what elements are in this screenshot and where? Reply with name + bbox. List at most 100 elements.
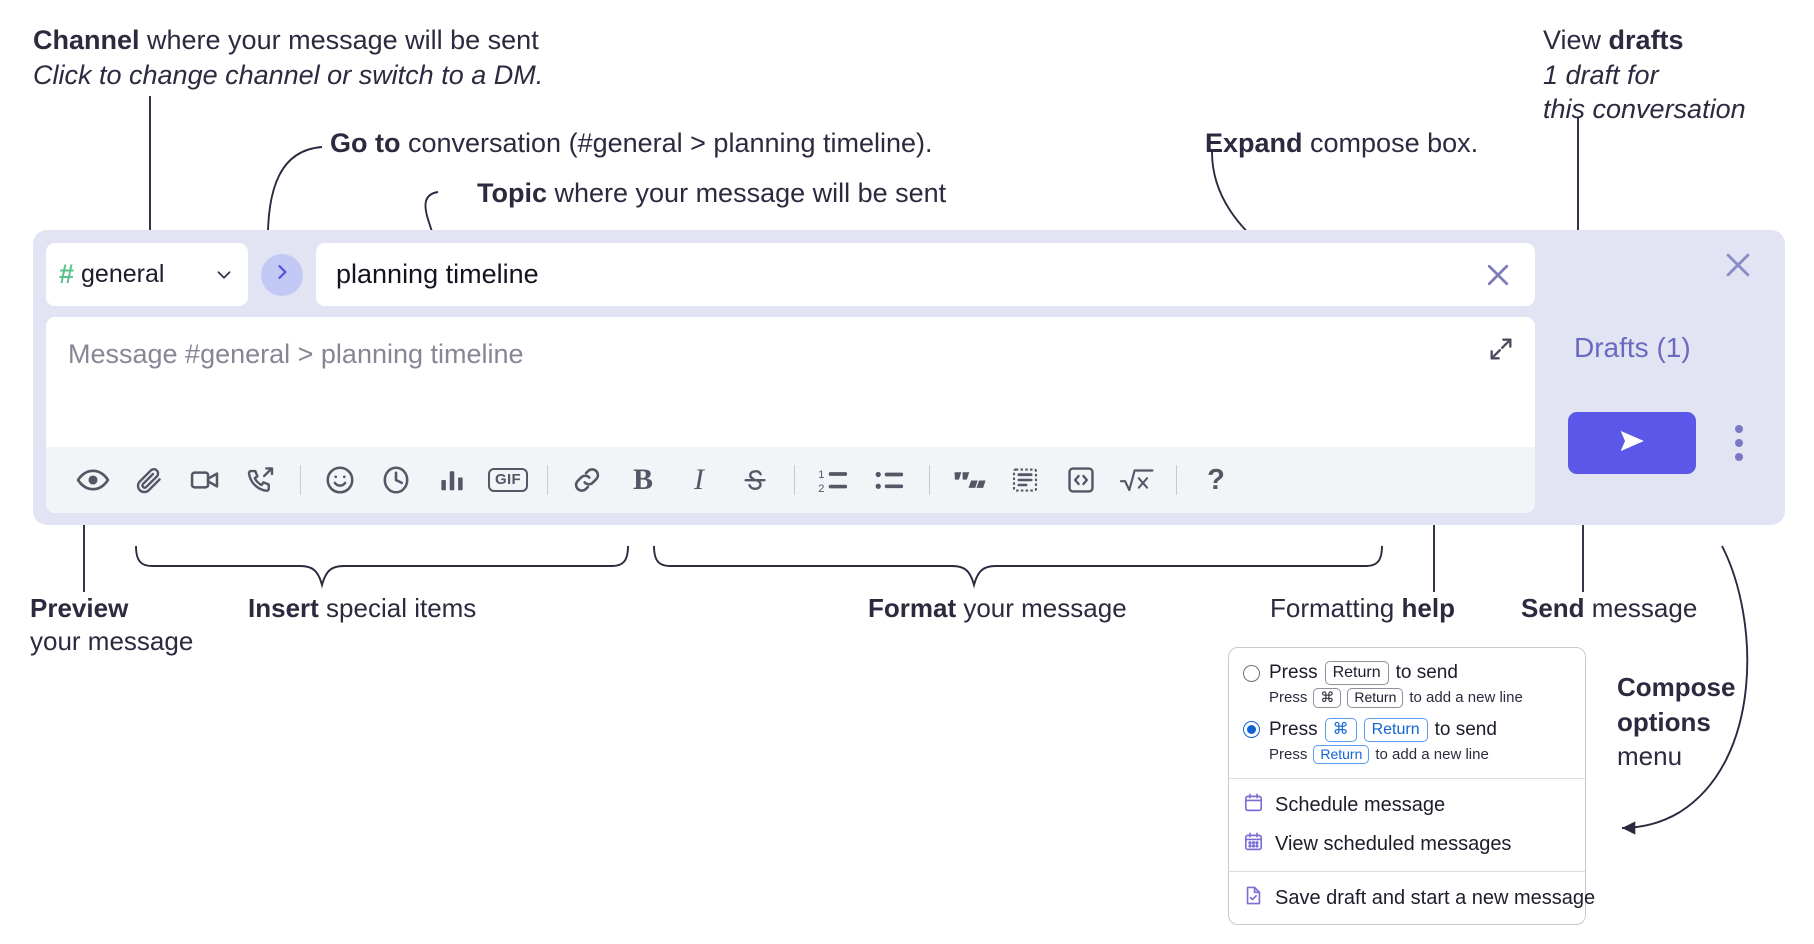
toolbar-divider bbox=[1176, 465, 1177, 495]
menu-item-schedule-message[interactable]: Schedule message bbox=[1229, 786, 1585, 825]
formatting-toolbar: GIF B I bbox=[46, 447, 1535, 513]
preview-icon[interactable] bbox=[65, 456, 121, 504]
annotation-goto-bold: Go to bbox=[330, 128, 401, 158]
annotation-channel-rest: where your message will be sent bbox=[139, 25, 539, 55]
close-icon[interactable] bbox=[1479, 256, 1517, 294]
message-input[interactable]: Message #general > planning timeline bbox=[46, 317, 1535, 447]
key-return: Return bbox=[1363, 717, 1428, 742]
key-return: Return bbox=[1313, 744, 1370, 764]
toolbar-divider bbox=[929, 465, 930, 495]
annotation-channel-bold: Channel bbox=[33, 25, 140, 55]
annotation-channel: Channel where your message will be sent … bbox=[33, 23, 543, 92]
menu-option-return[interactable]: Press Return to send bbox=[1229, 658, 1585, 687]
send-button[interactable] bbox=[1568, 412, 1696, 474]
annotation-channel-italic: Click to change channel or switch to a D… bbox=[33, 59, 544, 90]
radio-button-cmd-return[interactable] bbox=[1243, 721, 1260, 738]
annotation-insert-bold: Insert bbox=[248, 593, 319, 623]
topic-input[interactable]: planning timeline bbox=[316, 243, 1535, 306]
annotation-compose-options-bold2: options bbox=[1617, 706, 1711, 737]
menu-option-return-sub-post: to add a new line bbox=[1409, 689, 1523, 707]
help-label: ? bbox=[1207, 463, 1225, 496]
toolbar-divider bbox=[794, 465, 795, 495]
message-box: Message #general > planning timeline bbox=[46, 317, 1535, 513]
menu-item-save-draft-label: Save draft and start a new message bbox=[1275, 887, 1596, 909]
annotation-send: Send message bbox=[1521, 592, 1697, 625]
menu-item-save-draft[interactable]: Save draft and start a new message bbox=[1229, 879, 1595, 918]
toolbar-divider bbox=[300, 465, 301, 495]
go-to-conversation-button[interactable] bbox=[261, 253, 303, 296]
bulleted-list-icon[interactable] bbox=[862, 456, 918, 504]
channel-name: general bbox=[81, 260, 165, 288]
italic-label: I bbox=[694, 463, 704, 496]
annotation-goto-rest: conversation (#general > planning timeli… bbox=[400, 128, 933, 158]
key-command: ⌘ bbox=[1324, 717, 1357, 742]
menu-item-view-scheduled-messages-label: View scheduled messages bbox=[1275, 833, 1512, 855]
message-placeholder: Message #general > planning timeline bbox=[68, 339, 524, 369]
chevron-down-icon bbox=[213, 264, 235, 286]
attachment-icon[interactable] bbox=[121, 456, 177, 504]
clock-icon[interactable] bbox=[368, 456, 424, 504]
menu-option-cmd-return-sub-post: to add a new line bbox=[1375, 745, 1489, 763]
compose-side-column: Drafts (1) bbox=[1535, 230, 1785, 525]
annotation-goto: Go to conversation (#general > planning … bbox=[330, 126, 933, 161]
audio-icon[interactable] bbox=[233, 456, 289, 504]
annotation-expand-bold: Expand bbox=[1205, 128, 1303, 158]
annotation-preview: Preview your message bbox=[30, 592, 193, 659]
save-draft-icon bbox=[1243, 885, 1264, 912]
bold-icon[interactable]: B bbox=[615, 456, 671, 504]
annotation-format-bold: Format bbox=[868, 593, 957, 623]
expand-icon[interactable] bbox=[1487, 335, 1515, 368]
annotation-send-rest: message bbox=[1584, 593, 1698, 623]
svg-text:2: 2 bbox=[818, 483, 824, 495]
video-icon[interactable] bbox=[177, 456, 233, 504]
gif-icon[interactable]: GIF bbox=[480, 456, 536, 504]
chevron-right-icon bbox=[272, 262, 292, 287]
italic-icon[interactable]: I bbox=[671, 456, 727, 504]
menu-option-return-post: to send bbox=[1395, 662, 1458, 683]
menu-option-cmd-return-post: to send bbox=[1434, 718, 1497, 740]
menu-option-cmd-return-sublabel: Press Return to add a new line bbox=[1229, 744, 1585, 772]
radio-button-return[interactable] bbox=[1243, 664, 1260, 682]
menu-divider bbox=[1229, 778, 1585, 779]
menu-option-return-sub-pre: Press bbox=[1269, 689, 1308, 707]
poll-icon[interactable] bbox=[424, 456, 480, 504]
menu-option-cmd-return-label: Press ⌘ Return to send bbox=[1269, 717, 1497, 742]
annotation-drafts-plain: View bbox=[1543, 25, 1609, 55]
channel-selector[interactable]: # general bbox=[46, 243, 248, 306]
key-return: Return bbox=[1324, 661, 1389, 685]
blockquote-icon[interactable] bbox=[941, 456, 997, 504]
annotation-topic-bold: Topic bbox=[477, 178, 547, 208]
more-vertical-icon-dot bbox=[1735, 425, 1743, 433]
help-icon[interactable]: ? bbox=[1188, 456, 1244, 504]
annotation-format-rest: your message bbox=[956, 593, 1127, 623]
annotation-formatting-help-bold: help bbox=[1401, 593, 1455, 623]
annotation-insert-rest: special items bbox=[318, 593, 477, 623]
link-icon[interactable] bbox=[559, 456, 615, 504]
calendar-icon bbox=[1243, 792, 1264, 819]
math-icon[interactable] bbox=[1109, 456, 1165, 504]
key-command: ⌘ bbox=[1313, 688, 1342, 708]
ordered-list-icon[interactable]: 1 2 bbox=[806, 456, 862, 504]
toolbar-divider bbox=[547, 465, 548, 495]
menu-option-return-sublabel: Press ⌘ Return to add a new line bbox=[1229, 687, 1585, 715]
drafts-link[interactable]: Drafts (1) bbox=[1574, 332, 1691, 363]
menu-item-view-scheduled-messages[interactable]: View scheduled messages bbox=[1229, 825, 1585, 864]
annotation-topic: Topic where your message will be sent bbox=[477, 176, 946, 211]
annotation-drafts-bold: drafts bbox=[1608, 25, 1684, 55]
annotation-formatting-help-plain: Formatting bbox=[1270, 593, 1402, 623]
annotation-topic-rest: where your message will be sent bbox=[547, 178, 947, 208]
strikethrough-icon[interactable] bbox=[727, 456, 783, 504]
emoji-icon[interactable] bbox=[312, 456, 368, 504]
code-block-icon[interactable] bbox=[997, 456, 1053, 504]
menu-option-cmd-return-pre: Press bbox=[1269, 718, 1318, 740]
annotation-compose-options: Compose options menu bbox=[1617, 670, 1735, 774]
topic-value: planning timeline bbox=[336, 259, 539, 289]
compose-options-button[interactable] bbox=[1724, 414, 1754, 472]
annotation-format: Format your message bbox=[868, 592, 1127, 625]
menu-option-return-pre: Press bbox=[1269, 662, 1318, 683]
calendar-grid-icon bbox=[1243, 831, 1264, 858]
inline-code-icon[interactable] bbox=[1053, 456, 1109, 504]
menu-option-cmd-return[interactable]: Press ⌘ Return to send bbox=[1229, 715, 1585, 744]
close-icon[interactable] bbox=[1721, 248, 1755, 287]
